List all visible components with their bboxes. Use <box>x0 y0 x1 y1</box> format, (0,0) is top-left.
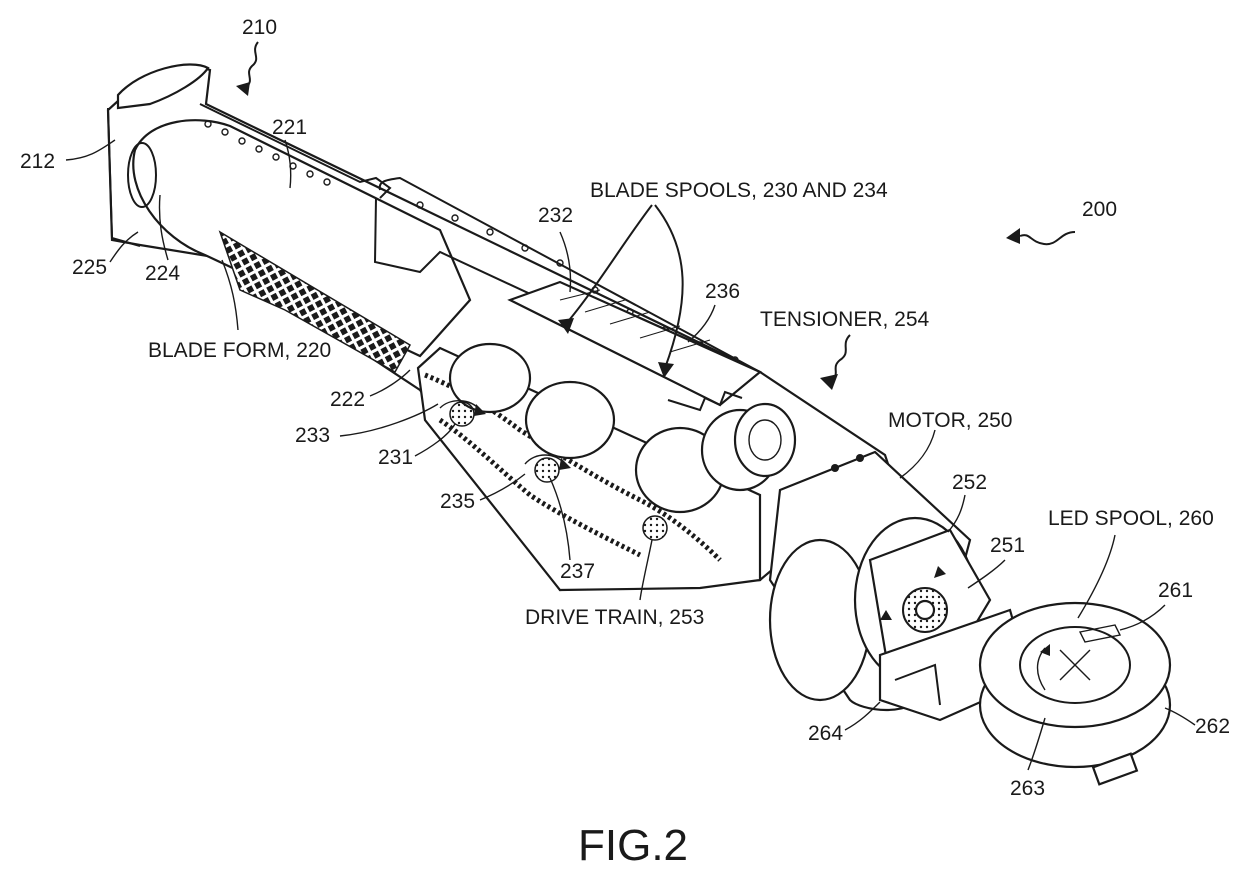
drive-train-section <box>416 342 780 592</box>
label-233: 233 <box>295 424 330 447</box>
label-261: 261 <box>1158 579 1193 602</box>
label-252: 252 <box>952 471 987 494</box>
led-spool <box>978 601 1172 786</box>
callout-labels: 210 212 221 225 224 BLADE FORM, 220 222 … <box>20 16 1230 800</box>
label-212: 212 <box>20 150 55 173</box>
label-221: 221 <box>272 116 307 139</box>
figure-title: FIG.2 <box>578 821 688 870</box>
label-motor: MOTOR, 250 <box>888 409 1012 432</box>
label-251: 251 <box>990 534 1025 557</box>
label-blade-spools: BLADE SPOOLS, 230 AND 234 <box>590 179 888 202</box>
label-222: 222 <box>330 388 365 411</box>
blade-form-grid <box>218 230 412 374</box>
label-264: 264 <box>808 722 843 745</box>
leader-lines <box>65 41 1196 771</box>
label-drive-train: DRIVE TRAIN, 253 <box>525 606 704 629</box>
label-263: 263 <box>1010 777 1045 800</box>
label-225: 225 <box>72 256 107 279</box>
label-237: 237 <box>560 560 595 583</box>
label-231: 231 <box>378 446 413 469</box>
label-235: 235 <box>440 490 475 513</box>
label-232: 232 <box>538 204 573 227</box>
label-blade-form: BLADE FORM, 220 <box>148 339 331 362</box>
label-210: 210 <box>242 16 277 39</box>
tensioner <box>667 390 797 478</box>
blade-spools <box>507 280 763 407</box>
label-led-spool: LED SPOOL, 260 <box>1048 507 1214 530</box>
label-tensioner: TENSIONER, 254 <box>760 308 930 331</box>
label-262: 262 <box>1195 715 1230 738</box>
label-224: 224 <box>145 262 180 285</box>
label-200: 200 <box>1082 198 1117 221</box>
label-236: 236 <box>705 280 740 303</box>
